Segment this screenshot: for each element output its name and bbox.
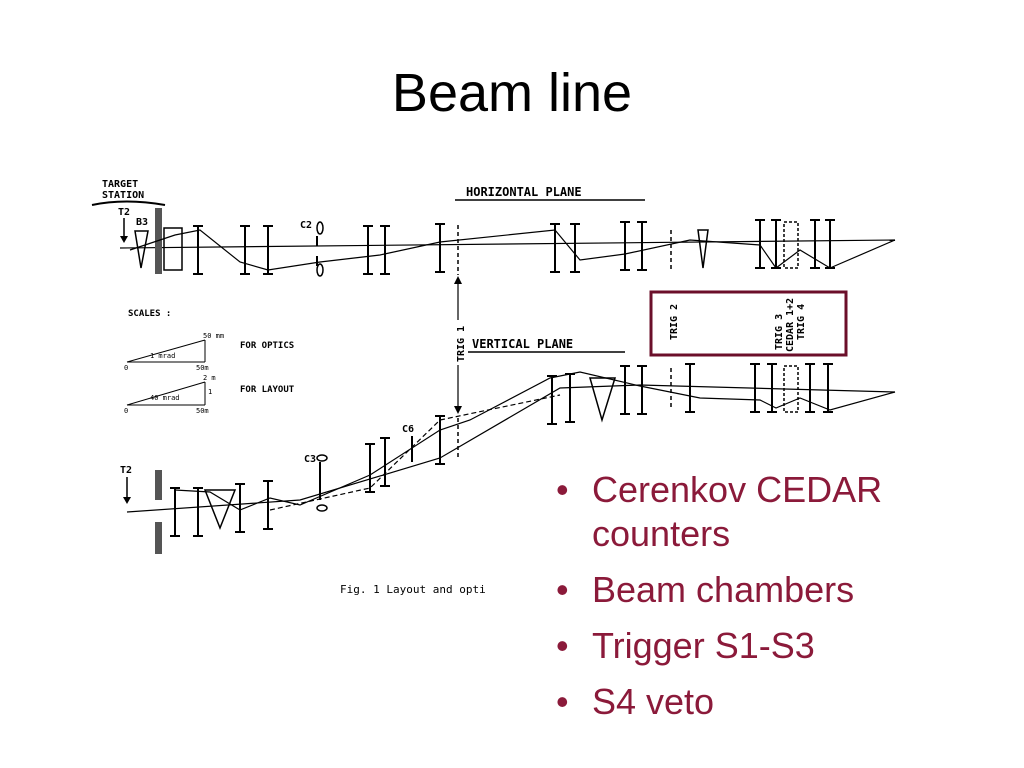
quad-h-12	[770, 219, 782, 269]
trigger-highlight-box: TRIG 2 TRIG 3 CEDAR 1+2 TRIG 4	[649, 290, 848, 357]
bullet-item: S4 veto	[548, 680, 1018, 724]
trig1-arrow-down	[454, 406, 462, 414]
for-layout-label: FOR LAYOUT	[240, 385, 295, 395]
h-wedge	[697, 229, 709, 269]
bullet-item: Beam chambers	[548, 568, 1018, 612]
t2-arrowhead-top	[120, 236, 128, 243]
quad-v-11	[636, 365, 648, 415]
quad-v-1	[169, 487, 181, 537]
quad-h-5	[379, 225, 391, 275]
scale-layout-angle: 40 mrad	[150, 394, 180, 402]
horizontal-beam-axis	[119, 239, 896, 249]
quad-v-8	[546, 375, 558, 425]
quad-h-11	[754, 219, 766, 269]
slide-title: Beam line	[391, 63, 633, 123]
trig3-label: TRIG 3	[774, 314, 785, 350]
trig2-label: TRIG 2	[669, 304, 680, 340]
quad-v-10	[619, 365, 631, 415]
quad-v-9	[564, 373, 576, 423]
scales-label: SCALES :	[128, 309, 171, 319]
vertical-plane-label: VERTICAL PLANE	[472, 337, 573, 351]
bullet-item: Cerenkov CEDAR counters	[548, 468, 1018, 556]
trig1-label: TRIG 1	[456, 326, 467, 362]
highlight-rectangle	[649, 290, 848, 357]
quad-h-6	[434, 223, 446, 273]
quad-h-4	[362, 225, 374, 275]
scale-optics-bottom: 50m	[196, 364, 209, 372]
horizontal-plane-section: TARGET STATION T2 B3 HORIZONTAL PLANE C2	[91, 179, 896, 277]
target-shield-wall-bottom-2	[155, 522, 162, 554]
t2-label-bottom: T2	[120, 465, 132, 476]
v-dipole	[589, 377, 617, 423]
scale-layout-zero: 0	[124, 407, 128, 415]
quad-h-2	[239, 225, 251, 275]
scale-optics-hyp	[126, 339, 206, 363]
cedar-v	[783, 365, 799, 413]
quad-v-12	[684, 363, 696, 413]
figure-caption: Fig. 1 Layout and opti	[340, 583, 486, 596]
trig4-label: TRIG 4	[796, 304, 807, 340]
quad-h-9	[619, 221, 631, 271]
b3-magnet	[134, 230, 149, 269]
horizontal-plane-label: HORIZONTAL PLANE	[466, 185, 582, 199]
c3-label: C3	[304, 454, 316, 465]
quad-v-4	[262, 480, 274, 530]
trig1-arrow-up	[454, 276, 462, 284]
quad-h-14	[824, 219, 836, 269]
scale-layout-bottom: 50m	[196, 407, 209, 415]
c6-label: C6	[402, 424, 414, 435]
t2-arrowhead-bottom	[123, 497, 131, 504]
c3-top-jaw	[316, 454, 328, 462]
quad-h-1	[192, 225, 204, 275]
c2-label: C2	[300, 220, 312, 231]
quad-h-8	[569, 223, 581, 273]
vertical-envelope	[174, 371, 896, 511]
vertical-plane-section: VERTICAL PLANE T2 C6 C3	[120, 337, 896, 554]
vertical-beam-dashed	[269, 394, 561, 511]
scale-layout-top: 2 m	[203, 374, 216, 382]
c2-bottom-jaw	[316, 263, 324, 277]
for-optics-label: FOR OPTICS	[240, 341, 294, 351]
target-shield-wall-bottom	[155, 470, 162, 500]
scale-optics-zero: 0	[124, 364, 128, 372]
quad-v-16	[822, 363, 834, 413]
target-station-label: TARGET	[102, 179, 138, 190]
c2-top-jaw	[316, 221, 324, 235]
t2-label-top: T2	[118, 207, 130, 218]
vertical-beam-axis	[126, 384, 896, 513]
quad-h-10	[636, 221, 648, 271]
scale-optics-angle: 1 mrad	[150, 352, 175, 360]
cedar-h	[783, 221, 799, 269]
scale-optics-top: 50 mm	[203, 332, 224, 340]
b3-label: B3	[136, 217, 148, 228]
quad-h-7	[549, 223, 561, 273]
c3-bottom-jaw	[316, 504, 328, 512]
bullet-list: Cerenkov CEDAR counters Beam chambers Tr…	[548, 468, 1018, 736]
quad-v-6	[379, 437, 391, 487]
scale-layout-hyp	[126, 381, 206, 406]
bullet-item: Trigger S1-S3	[548, 624, 1018, 668]
quad-v-2	[192, 487, 204, 537]
trig1-connector: TRIG 1	[454, 276, 467, 414]
target-station-bracket	[91, 200, 166, 206]
scale-layout-mid: 1	[208, 388, 212, 396]
quad-v-15	[804, 363, 816, 413]
cedar-label: CEDAR 1+2	[785, 298, 796, 352]
target-station-label-2: STATION	[102, 190, 144, 201]
v-wedge-lower	[203, 489, 237, 531]
scales-section: SCALES : 50 mm 1 mrad 0 50m FOR OPTICS 2…	[124, 309, 295, 415]
quad-h-3	[262, 225, 274, 275]
horizontal-envelope	[129, 229, 896, 271]
target-block	[163, 227, 183, 271]
